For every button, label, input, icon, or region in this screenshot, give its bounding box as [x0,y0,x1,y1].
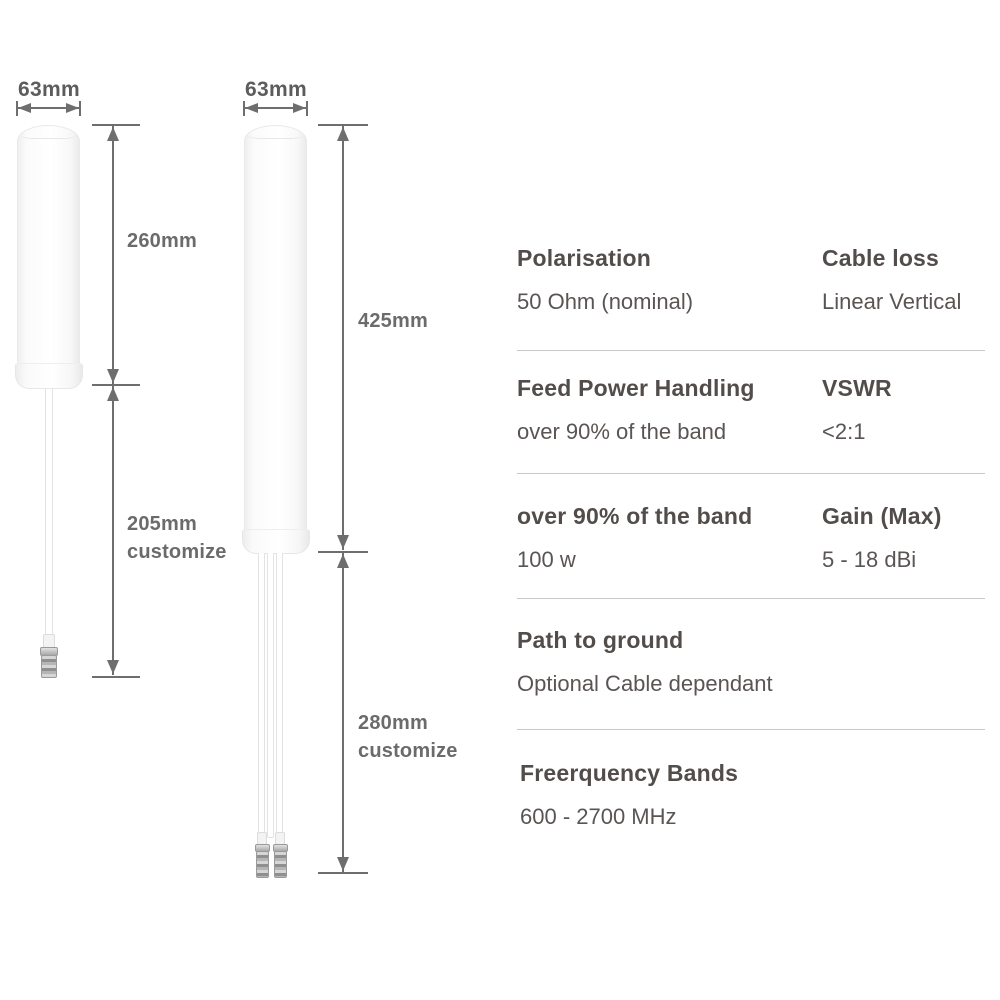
arrow-right-icon [293,103,306,113]
left-antenna-connector [41,655,57,678]
right-antenna-cable-customize-label: customize [358,740,458,762]
spec-cell-cable-loss: Cable loss Linear Vertical [822,245,961,315]
divider [517,598,985,599]
spec-value: 600 - 2700 MHz [520,804,677,829]
dimension-tick [318,872,368,874]
left-antenna-bottom-cap [15,363,83,389]
spec-label: VSWR [822,375,892,401]
dimension-tick [318,124,368,126]
spec-label: Gain (Max) [822,503,942,529]
left-antenna-height-label: 260mm [127,230,197,252]
spec-cell-vswr: VSWR <2:1 [822,375,892,445]
arrow-up-icon [337,127,349,141]
right-antenna-cable [267,553,274,838]
arrow-up-icon [107,387,119,401]
spec-cell-frequency-bands: Freerquency Bands 600 - 2700 MHz [520,760,738,830]
right-antenna-cable [276,553,283,841]
dimension-line [342,126,344,550]
spec-cell-feed-power: Feed Power Handling over 90% of the band [517,375,755,445]
left-antenna-cable-length-label: 205mm [127,513,197,535]
arrow-left-icon [18,103,31,113]
antenna-top-seam [19,130,78,139]
right-antenna-cable [258,553,265,841]
arrow-down-icon [337,535,349,549]
spec-value: <2:1 [822,419,866,444]
arrow-up-icon [337,554,349,568]
left-antenna-width-label: 63mm [18,78,80,101]
right-antenna-height-label: 425mm [358,310,428,332]
right-antenna-body [244,125,307,533]
dimension-tick [306,101,308,116]
spec-label: over 90% of the band [517,503,753,529]
spec-value: 50 Ohm (nominal) [517,289,694,314]
spec-value: Optional Cable dependant [517,671,773,696]
spec-cell-band-power: over 90% of the band 100 w [517,503,752,573]
dimension-tick [92,384,140,386]
dimension-line [112,386,114,675]
spec-label: Polarisation [517,245,652,271]
dimension-line [342,553,344,872]
divider [517,473,985,474]
right-antenna-cable-length-label: 280mm [358,712,428,734]
dimension-tick [318,551,368,553]
arrow-down-icon [337,857,349,871]
spec-value: 5 - 18 dBi [822,547,917,572]
dimension-tick [79,101,81,116]
spec-value: Linear Vertical [822,289,962,314]
right-antenna-width-label: 63mm [245,78,307,101]
left-antenna-cable [45,389,53,639]
left-cable-ferrule [43,634,55,648]
spec-label: Freerquency Bands [520,760,739,786]
arrow-left-icon [245,103,258,113]
antenna-top-seam [246,130,305,139]
spec-label: Cable loss [822,245,940,271]
right-antenna-connector [256,851,269,878]
left-antenna-body [17,125,80,369]
left-antenna-cable-customize-label: customize [127,541,227,563]
dimension-tick [243,101,245,116]
dimension-tick [92,676,140,678]
dimension-line [18,107,79,109]
spec-value: 100 w [517,547,576,572]
right-antenna-connector [274,851,287,878]
dimension-tick [16,101,18,116]
dimension-line [245,107,306,109]
arrow-down-icon [107,660,119,674]
dimension-tick [92,124,140,126]
arrow-right-icon [66,103,79,113]
arrow-down-icon [107,369,119,383]
arrow-up-icon [107,127,119,141]
spec-label: Path to ground [517,627,684,653]
divider [517,350,985,351]
divider [517,729,985,730]
right-antenna-bottom-cap [242,529,310,554]
spec-cell-polarisation: Polarisation 50 Ohm (nominal) [517,245,693,315]
spec-value: over 90% of the band [517,419,727,444]
dimension-line [112,126,114,384]
spec-label: Feed Power Handling [517,375,755,401]
spec-cell-path-to-ground: Path to ground Optional Cable dependant [517,627,773,697]
spec-cell-gain: Gain (Max) 5 - 18 dBi [822,503,942,573]
